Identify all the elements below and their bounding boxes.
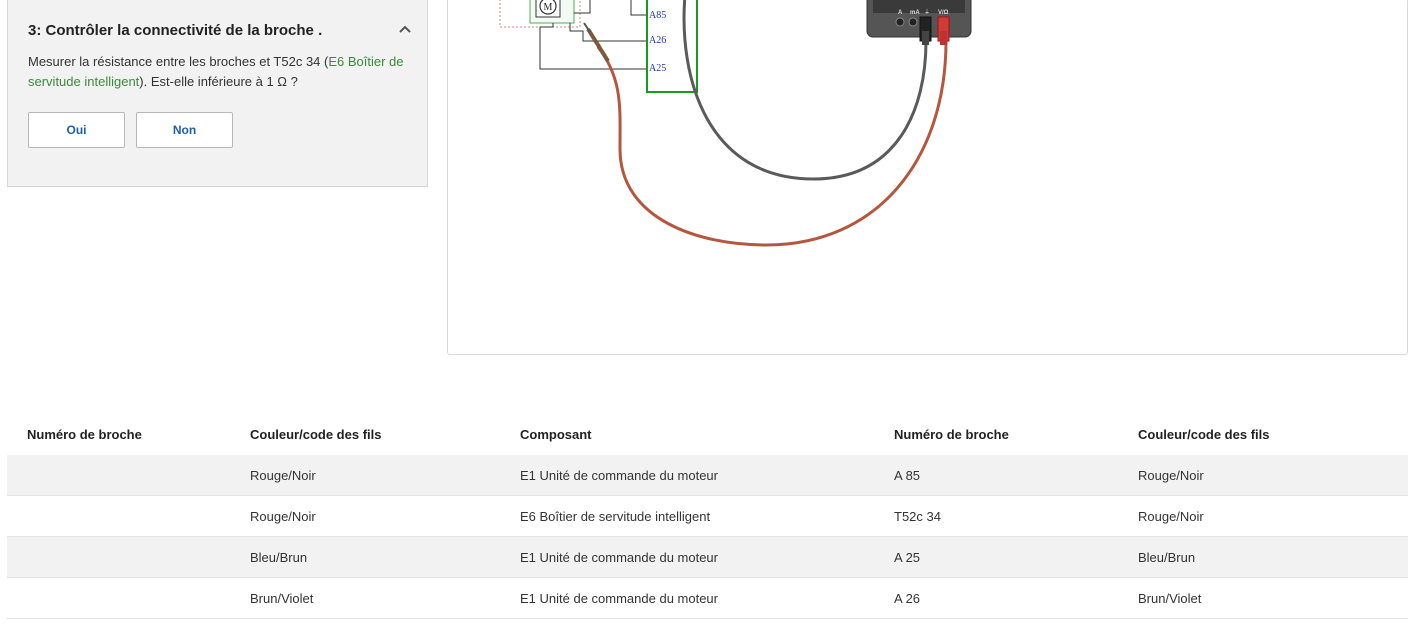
table-cell: Rouge/Noir <box>230 455 500 496</box>
table-row: Bleu/Brun E1 Unité de commande du moteur… <box>7 536 1408 578</box>
table-cell: Rouge/Noir <box>230 495 500 537</box>
table-row: Brun/Violet E1 Unité de commande du mote… <box>7 577 1408 619</box>
pin-table: Numéro de broche Couleur/code des fils C… <box>7 414 1408 619</box>
table-cell: Brun/Violet <box>230 577 500 619</box>
table-row: Rouge/Noir E1 Unité de commande du moteu… <box>7 455 1408 496</box>
wiring-diagram-panel: M A85 A26 A25 A mA ⏚ V/Ω <box>447 0 1408 355</box>
component-link[interactable]: E6 Boîtier de servitude intelligent <box>28 54 404 89</box>
motor-icon <box>539 0 557 15</box>
table-row: Rouge/Noir E6 Boîtier de servitude intel… <box>7 495 1408 537</box>
table-cell <box>7 577 230 619</box>
table-cell: Rouge/Noir <box>1118 455 1408 496</box>
table-cell: E1 Unité de commande du moteur <box>500 536 874 578</box>
table-cell: T52c 34 <box>874 495 1118 537</box>
table-cell: A 26 <box>874 577 1118 619</box>
question-text-before: Mesurer la résistance entre les broches … <box>28 54 329 69</box>
question-text-after: ). Est-elle inférieure à 1 Ω ? <box>139 74 298 89</box>
motor-symbol: M <box>544 2 553 13</box>
table-cell <box>7 536 230 578</box>
step-question: Mesurer la résistance entre les broches … <box>28 52 418 92</box>
table-cell: A 25 <box>874 536 1118 578</box>
table-header-row: Numéro de broche Couleur/code des fils C… <box>7 414 1408 455</box>
multimeter: A mA ⏚ V/Ω <box>866 0 972 45</box>
table-cell: Brun/Violet <box>1118 577 1408 619</box>
header-pin-number: Numéro de broche <box>27 427 142 442</box>
table-cell: E1 Unité de commande du moteur <box>500 577 874 619</box>
header-wire-color: Couleur/code des fils <box>250 427 382 442</box>
chevron-up-icon[interactable] <box>397 21 413 37</box>
header-pin-number-2: Numéro de broche <box>894 427 1009 442</box>
table-cell <box>7 455 230 496</box>
jack-label-v-ohm: V/Ω <box>938 10 949 16</box>
pin-label-a25: A25 <box>649 63 666 74</box>
jack-label-ma: mA <box>910 10 920 16</box>
jack-label-a: A <box>898 10 903 16</box>
table-cell: Bleu/Brun <box>230 536 500 578</box>
wiring-diagram: M A85 A26 A25 A mA ⏚ V/Ω <box>499 0 972 247</box>
header-component: Composant <box>520 427 592 442</box>
table-cell <box>7 495 230 537</box>
pin-label-a26: A26 <box>649 35 666 46</box>
test-probe <box>586 27 610 63</box>
table-cell: Rouge/Noir <box>1118 495 1408 537</box>
table-cell: A 85 <box>874 455 1118 496</box>
red-test-lead <box>596 40 948 247</box>
step-panel: 3: Contrôler la connectivité de la broch… <box>7 0 428 187</box>
yes-button[interactable]: Oui <box>28 112 125 148</box>
black-test-lead <box>682 0 928 181</box>
table-cell: E6 Boîtier de servitude intelligent <box>500 495 874 537</box>
ecu-connector <box>646 0 698 93</box>
no-button[interactable]: Non <box>136 112 233 148</box>
jack-label-com: ⏚ <box>924 9 930 16</box>
table-cell: E1 Unité de commande du moteur <box>500 455 874 496</box>
step-title: 3: Contrôler la connectivité de la broch… <box>28 22 323 39</box>
pin-label-a85: A85 <box>649 10 666 21</box>
header-wire-color-2: Couleur/code des fils <box>1138 427 1270 442</box>
table-cell: Bleu/Brun <box>1118 536 1408 578</box>
